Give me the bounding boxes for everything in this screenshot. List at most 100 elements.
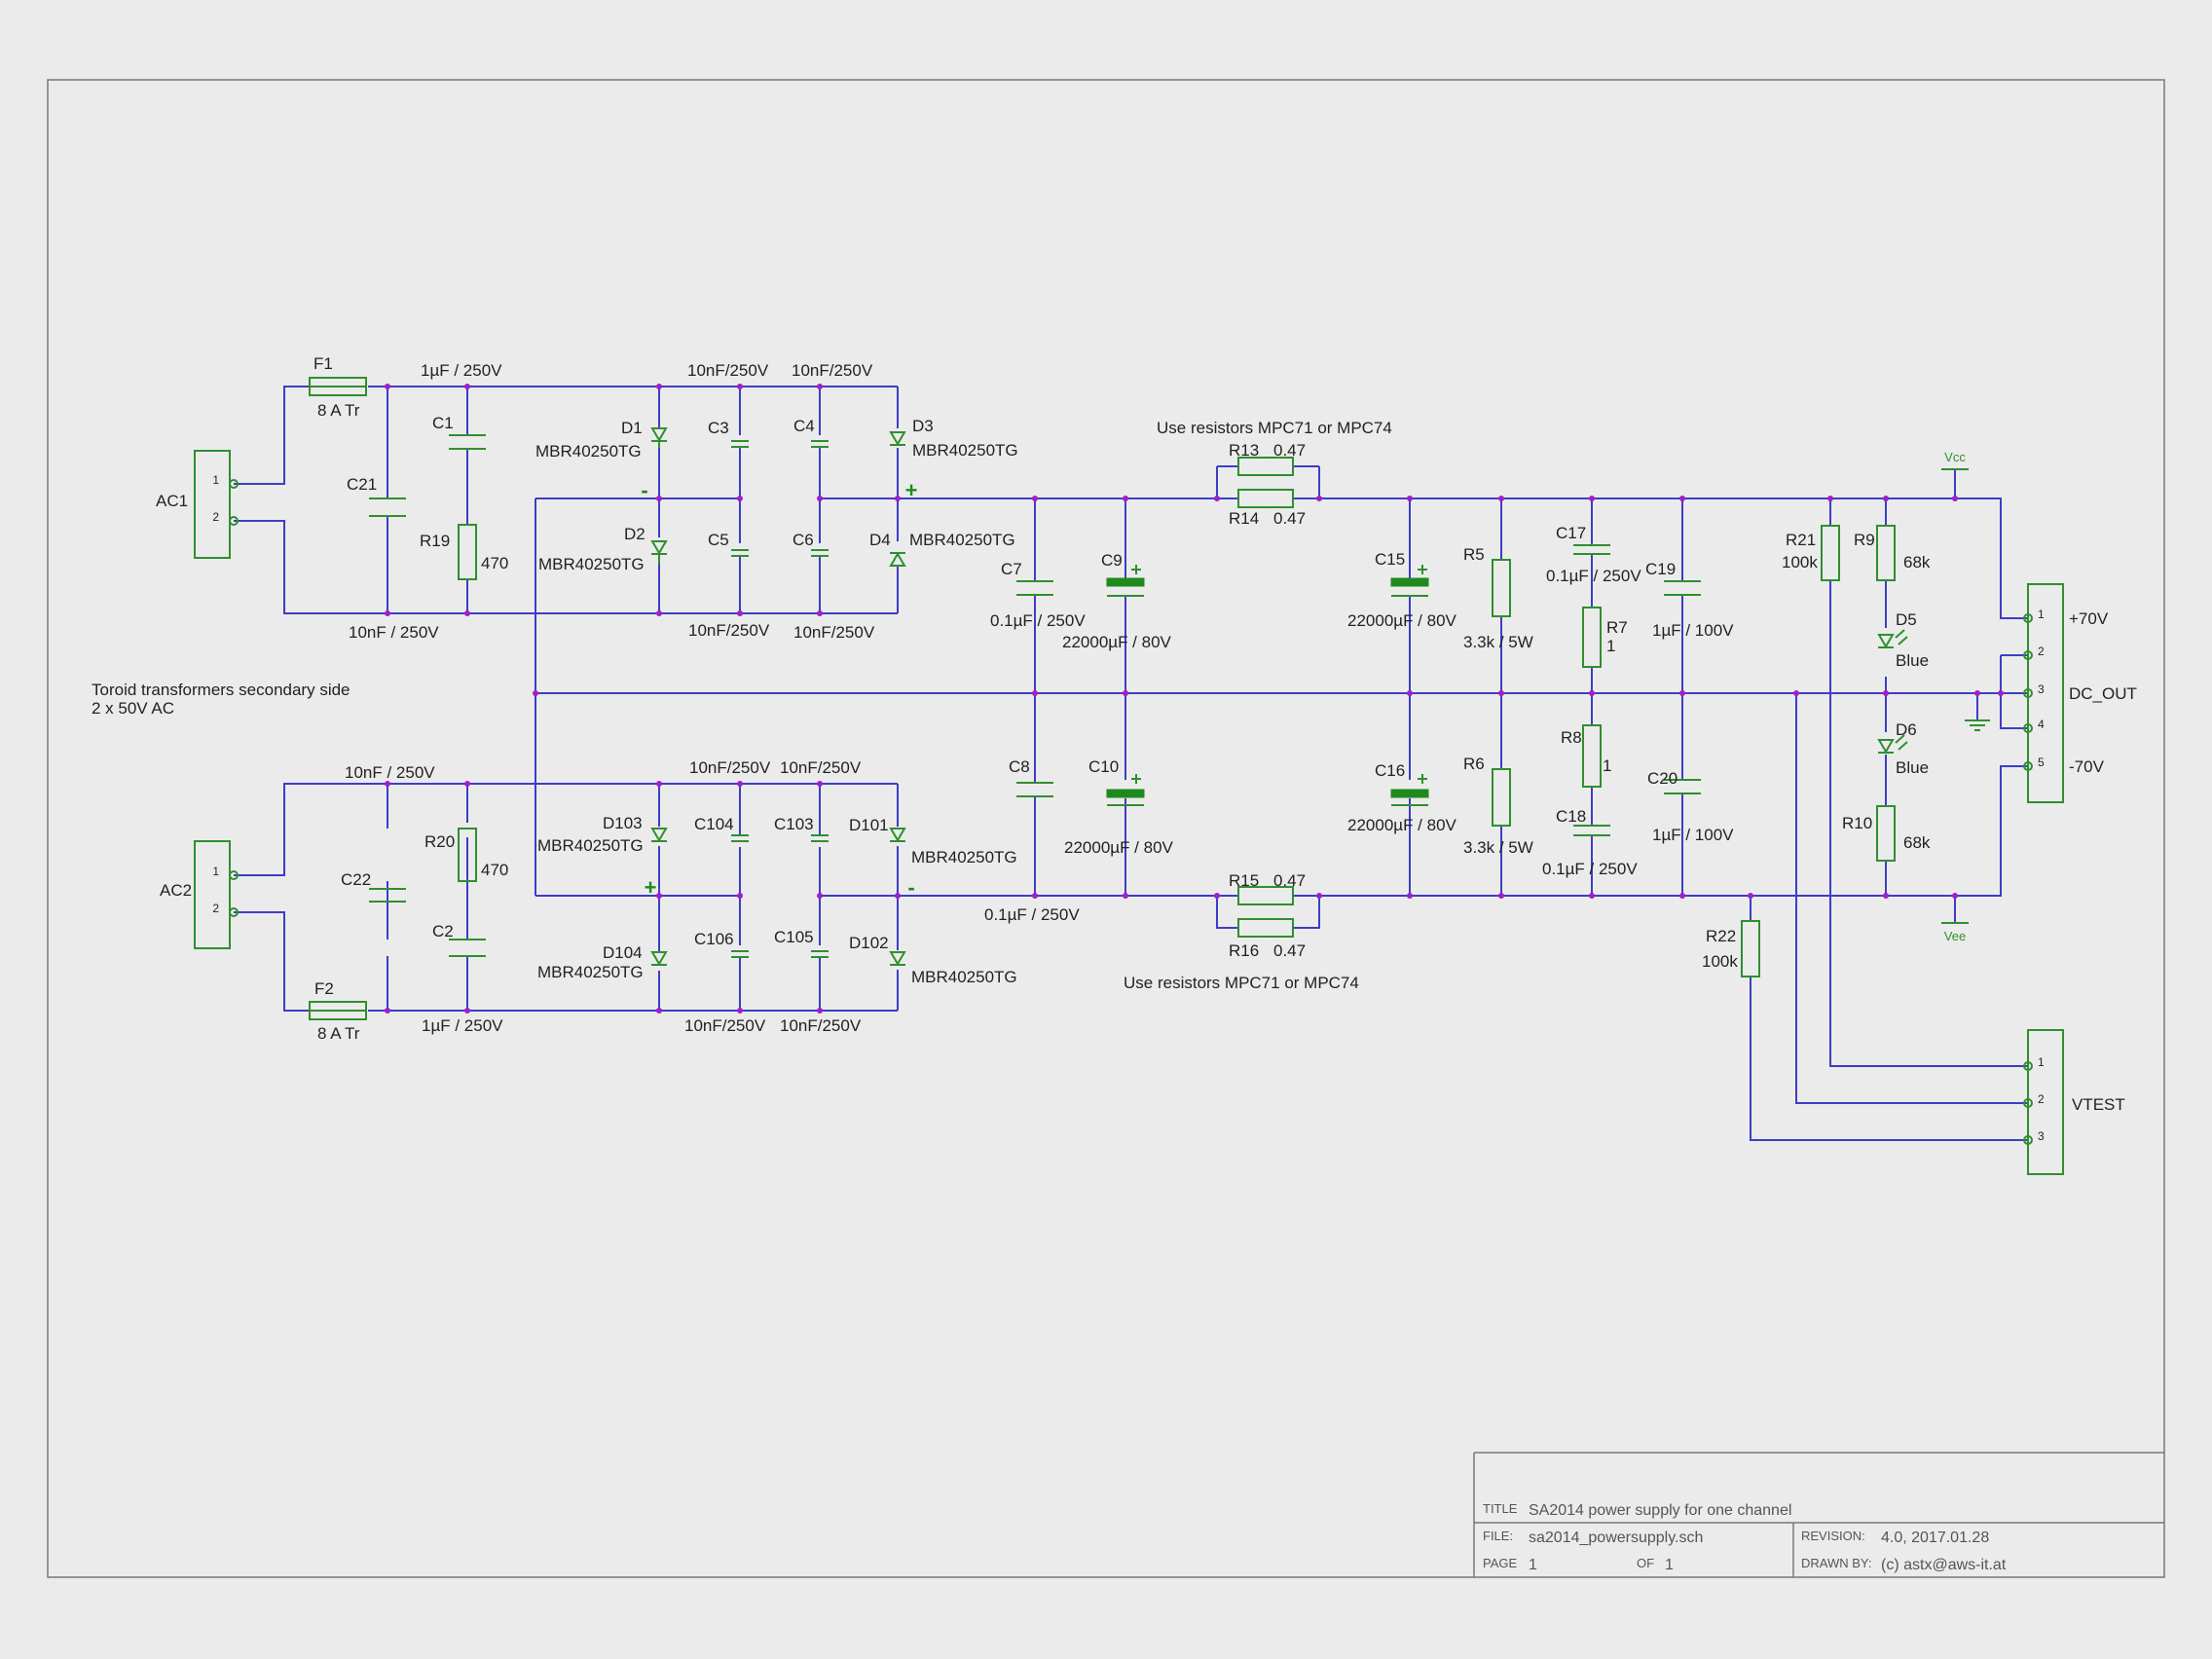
r8-ref: R8 (1561, 728, 1582, 747)
dc-out-label: DC_OUT (2069, 684, 2137, 703)
c16-ref: C16 (1375, 761, 1405, 780)
d6-value: Blue (1896, 758, 1929, 777)
c2-value: 1µF / 250V (422, 1016, 503, 1035)
r16-ref: R16 (1229, 941, 1259, 960)
c15-value: 22000µF / 80V (1347, 611, 1457, 630)
resistor-r22 (1741, 920, 1760, 977)
c21-value: 10nF / 250V (349, 623, 439, 642)
diode-d104 (650, 951, 668, 966)
title-label: TITLE (1483, 1501, 1518, 1516)
c18-ref: C18 (1556, 807, 1586, 826)
r9-value: 68k (1903, 553, 1931, 571)
drawn-by-label: DRAWN BY: (1801, 1556, 1871, 1570)
resistor-r6 (1492, 768, 1511, 827)
c22-ref: C22 (341, 870, 371, 889)
r15-value: 0.47 (1273, 871, 1306, 890)
vee-label: Vee (1944, 929, 1966, 943)
resistor-r15 (1237, 886, 1294, 905)
r5-value: 3.3k / 5W (1463, 633, 1533, 651)
cap-c3 (731, 440, 749, 448)
transformer-note-line2: 2 x 50V AC (92, 699, 174, 718)
c104-ref: C104 (694, 815, 734, 833)
c1-value: 1µF / 250V (421, 361, 502, 380)
ac1-pin-1: 1 (212, 473, 219, 487)
c5-value: 10nF/250V (688, 621, 770, 640)
c20-value: 1µF / 100V (1652, 826, 1734, 844)
r7-ref: R7 (1606, 618, 1628, 637)
r5-ref: R5 (1463, 545, 1485, 564)
resistor-r16 (1237, 918, 1294, 938)
file-label: FILE: (1483, 1529, 1513, 1543)
cap-c106 (731, 950, 749, 958)
cap-c2 (449, 939, 486, 957)
resistor-r9 (1876, 525, 1896, 581)
polarity-plus-top: + (905, 478, 918, 502)
r21-value: 100k (1782, 553, 1818, 571)
c19-ref: C19 (1645, 560, 1676, 578)
junctions (385, 384, 2004, 1014)
ac1-pin-2: 2 (212, 510, 219, 524)
r13-value: 0.47 (1273, 441, 1306, 460)
r10-ref: R10 (1842, 814, 1872, 832)
ground-symbol (1965, 719, 1990, 731)
c3-ref: C3 (708, 419, 729, 437)
resistor-note-bottom: Use resistors MPC71 or MPC74 (1124, 974, 1359, 992)
c103-value: 10nF/250V (780, 758, 862, 777)
diode-d2 (650, 540, 668, 565)
c6-ref: C6 (793, 531, 814, 549)
r13-ref: R13 (1229, 441, 1259, 460)
c22-value: 10nF / 250V (345, 763, 435, 782)
connector-dc-out: 1 2 3 4 5 +70V DC_OUT -70V (2023, 583, 2137, 803)
cap-c105 (811, 950, 829, 958)
d3-ref: D3 (912, 417, 934, 435)
r16-value: 0.47 (1273, 941, 1306, 960)
vcc-symbol: Vcc (1941, 450, 1969, 470)
f2-ref: F2 (314, 979, 334, 998)
title-block: TITLE SA2014 power supply for one channe… (1473, 1452, 2164, 1577)
resistor-r20 (458, 828, 477, 882)
d104-value: MBR40250TG (537, 963, 644, 981)
page-count: 1 (1665, 1557, 1674, 1573)
file-name: sa2014_powersupply.sch (1529, 1530, 1703, 1546)
resistor-r8 (1582, 724, 1602, 788)
wires (234, 386, 2028, 1141)
d2-ref: D2 (624, 525, 645, 543)
ac2-label: AC2 (160, 881, 192, 900)
connector-vtest: 1 2 3 VTEST (2023, 1029, 2125, 1175)
cap-c103 (811, 834, 829, 842)
c6-value: 10nF/250V (793, 623, 875, 642)
ac2-pin-2: 2 (212, 902, 219, 915)
r9-ref: R9 (1854, 531, 1875, 549)
cap-c17 (1573, 544, 1610, 555)
vee-symbol: Vee (1941, 922, 1969, 943)
diode-d3 (889, 431, 906, 446)
dc-out-minus-label: -70V (2069, 757, 2105, 776)
led-d6 (1877, 734, 1908, 754)
resistor-r7 (1582, 607, 1602, 668)
d1-ref: D1 (621, 419, 643, 437)
dc-out-plus-label: +70V (2069, 609, 2109, 628)
led-d5 (1877, 629, 1908, 648)
component-bodies (309, 377, 1908, 1020)
c3-value: 10nF/250V (687, 361, 769, 380)
resistor-r19 (458, 524, 477, 580)
d2-value: MBR40250TG (538, 555, 645, 573)
cap-c4 (811, 440, 829, 448)
vcc-label: Vcc (1944, 450, 1966, 464)
resistor-r10 (1876, 805, 1896, 862)
d3-value: MBR40250TG (912, 441, 1018, 460)
c19-value: 1µF / 100V (1652, 621, 1734, 640)
d102-value: MBR40250TG (911, 968, 1017, 986)
dc-out-pin-3: 3 (2038, 682, 2045, 696)
f1-value: 8 A Tr (317, 401, 360, 420)
cap-c6 (811, 549, 829, 557)
diode-d1 (650, 427, 668, 448)
r19-value: 470 (481, 554, 508, 572)
sheet-title: SA2014 power supply for one channel (1529, 1502, 1791, 1519)
resistor-r5 (1492, 559, 1511, 617)
f2-value: 8 A Tr (317, 1024, 360, 1043)
d5-value: Blue (1896, 651, 1929, 670)
component-labels: F1 8 A Tr 1µF / 250V C1 C21 10nF / 250V … (92, 354, 1931, 1043)
c18-value: 0.1µF / 250V (1542, 860, 1638, 878)
d104-ref: D104 (603, 943, 643, 962)
